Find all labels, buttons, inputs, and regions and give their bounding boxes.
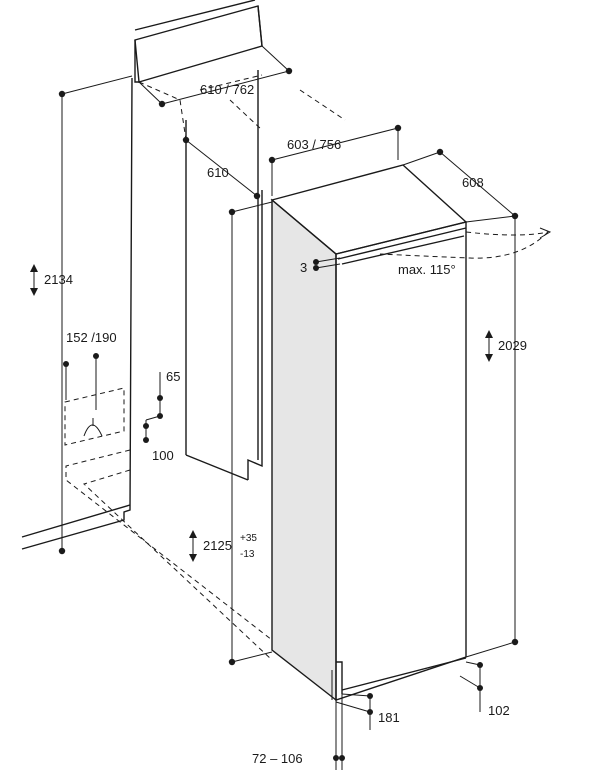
vertical-arrows bbox=[30, 264, 493, 562]
arrow-2134-icon bbox=[30, 264, 38, 296]
label-niche-depth-side: 610 bbox=[207, 165, 229, 180]
label-door-gap: 3 bbox=[300, 260, 307, 275]
niche-outline bbox=[21, 0, 346, 661]
arrow-2125-icon bbox=[189, 530, 197, 562]
dimension-labels: 610 / 762 610 603 / 756 608 2134 2029 21… bbox=[44, 82, 527, 766]
label-plinth-height: 102 bbox=[488, 703, 510, 718]
label-body-height-plus: +35 bbox=[240, 533, 257, 544]
label-socket-height-bottom: 100 bbox=[152, 448, 174, 463]
label-body-height-minus: -13 bbox=[240, 549, 255, 560]
label-appliance-width: 603 / 756 bbox=[287, 137, 341, 152]
arrow-2029-icon bbox=[485, 330, 493, 362]
label-niche-depth-top: 610 / 762 bbox=[200, 82, 254, 97]
label-socket-height-top: 65 bbox=[166, 369, 180, 384]
label-plinth-depth: 181 bbox=[378, 710, 400, 725]
label-door-angle: max. 115° bbox=[398, 262, 456, 277]
label-plinth-range: 72 – 106 bbox=[252, 751, 303, 766]
label-socket-offset: 152 /190 bbox=[66, 330, 117, 345]
dimension-lines bbox=[58, 45, 552, 770]
label-niche-height: 2134 bbox=[44, 272, 73, 287]
label-appliance-depth: 608 bbox=[462, 175, 484, 190]
appliance-body bbox=[270, 164, 468, 702]
label-appliance-height: 2029 bbox=[498, 338, 527, 353]
label-body-height: 2125 bbox=[203, 538, 232, 553]
socket-outline bbox=[64, 387, 125, 446]
